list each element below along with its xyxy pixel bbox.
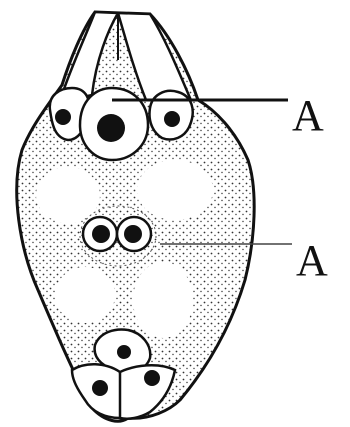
antipodal-right-nucleus xyxy=(144,370,160,386)
antipodal-left-nucleus xyxy=(92,380,108,396)
egg-nucleus xyxy=(97,114,125,142)
synergid-left-nucleus xyxy=(55,109,71,125)
antipodal-top-nucleus xyxy=(117,345,131,359)
polar-nucleus-left-nucleolus xyxy=(92,225,110,243)
label-top: A xyxy=(292,91,324,140)
synergid-right-nucleus xyxy=(164,111,180,127)
label-bottom: A xyxy=(296,236,328,285)
polar-nucleus-right-nucleolus xyxy=(124,225,142,243)
